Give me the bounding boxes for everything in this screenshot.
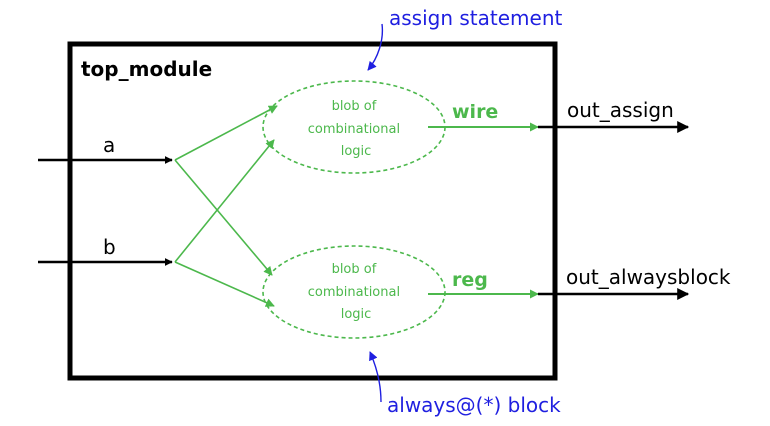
out-alwaysblock-label: out_alwaysblock bbox=[566, 265, 731, 289]
wire-a-to-bottom-blob bbox=[174, 159, 273, 276]
wire-kind-label: wire bbox=[452, 101, 498, 123]
top-blob-text: blob of combinational logic bbox=[308, 99, 404, 159]
module-name: top_module bbox=[81, 57, 212, 81]
bottom-blob-line-3: logic bbox=[341, 307, 372, 322]
wire-a-to-top-blob bbox=[174, 105, 278, 161]
top-blob-line-1: blob of bbox=[332, 99, 377, 114]
input-b-label: b bbox=[103, 235, 116, 259]
out-assign-label: out_assign bbox=[567, 98, 674, 122]
always-annotation-pointer bbox=[369, 351, 382, 403]
bottom-blob-line-1: blob of bbox=[332, 262, 377, 277]
reg-kind-label: reg bbox=[452, 269, 488, 291]
bottom-logic-blob bbox=[262, 245, 446, 339]
always-annotation: always@(*) block bbox=[387, 393, 561, 417]
assign-annotation: assign statement bbox=[389, 6, 563, 30]
bottom-blob-line-2: combinational bbox=[308, 285, 400, 300]
wire-b-to-bottom-blob bbox=[174, 261, 275, 307]
input-a-label: a bbox=[103, 133, 115, 157]
assign-annotation-pointer bbox=[367, 23, 384, 71]
module-boundary bbox=[67, 41, 558, 381]
top-blob-line-2: combinational bbox=[308, 122, 400, 137]
top-blob-line-3: logic bbox=[341, 144, 372, 159]
wire-b-to-top-blob bbox=[174, 139, 275, 263]
bottom-blob-text: blob of combinational logic bbox=[308, 262, 404, 322]
